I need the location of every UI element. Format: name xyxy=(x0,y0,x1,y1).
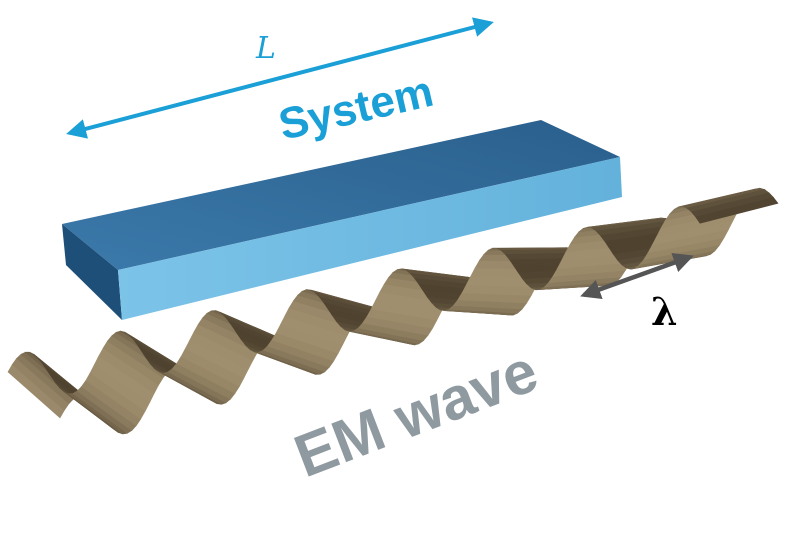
length-label: L xyxy=(255,31,276,66)
wavelength-arrow xyxy=(580,252,694,300)
system-label: System xyxy=(274,67,438,150)
wavelength-label: λ xyxy=(651,289,678,334)
length-arrow xyxy=(66,17,494,139)
wave-strip xyxy=(695,197,779,224)
em-wave-surface xyxy=(7,187,779,435)
system-box-side xyxy=(62,224,122,320)
system-box-front xyxy=(118,157,622,320)
system-box xyxy=(62,120,622,320)
system-box-top xyxy=(62,120,620,270)
